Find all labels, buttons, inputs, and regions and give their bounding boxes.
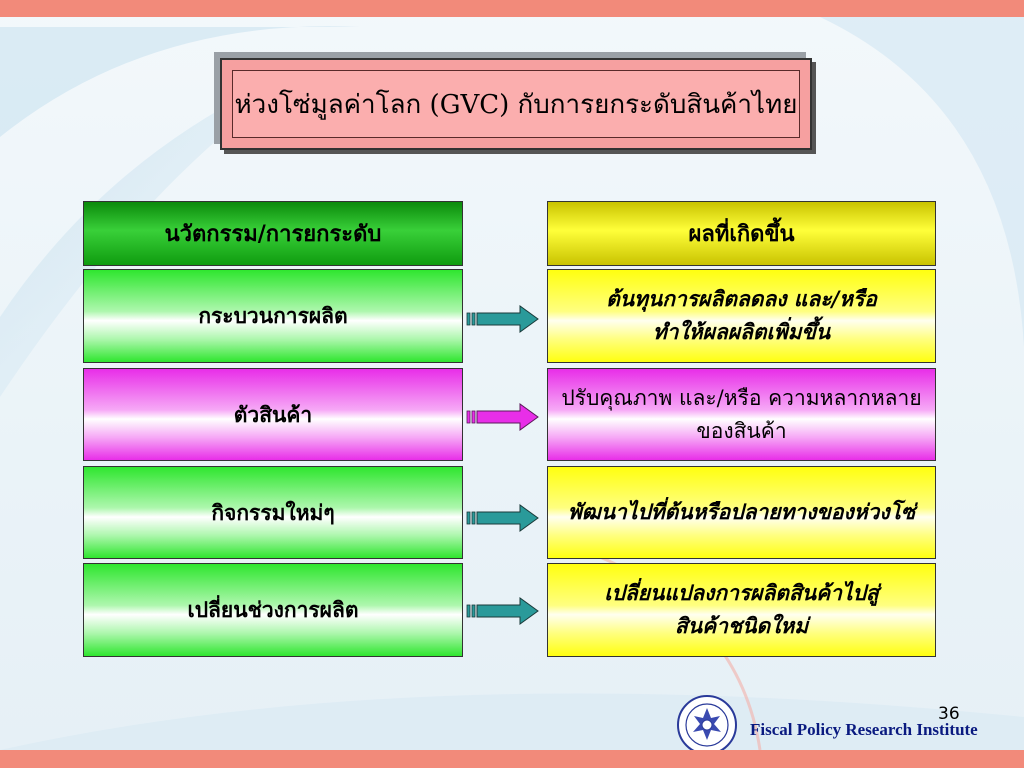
- bottom-accent-bar: [0, 750, 1024, 768]
- innovation-label: กระบวนการผลิต: [198, 303, 348, 329]
- result-line: ต้นทุนการผลิตลดลง และ/หรือ: [606, 286, 877, 312]
- result-box-production-shift: เปลี่ยนแปลงการผลิตสินค้าไปสู่ สินค้าชนิด…: [547, 563, 936, 657]
- title-inner-panel: ห่วงโซ่มูลค่าโลก (GVC) กับการยกระดับสินค…: [232, 70, 800, 138]
- result-box-new-activities: พัฒนาไปที่ต้นหรือปลายทางของห่วงโซ่: [547, 466, 936, 559]
- result-line: พัฒนาไปที่ต้นหรือปลายทางของห่วงโซ่: [567, 499, 916, 525]
- right-arrow-icon: [466, 305, 539, 333]
- fpri-seal-icon: [677, 695, 737, 755]
- header-innovation: นวัตกรรม/การยกระดับ: [83, 201, 463, 266]
- header-result: ผลที่เกิดขึ้น: [547, 201, 936, 266]
- innovation-label: ตัวสินค้า: [233, 401, 313, 427]
- institute-name: Fiscal Policy Research Institute: [750, 720, 978, 739]
- right-arrow-icon: [466, 597, 539, 625]
- innovation-box-process: กระบวนการผลิต: [83, 269, 463, 363]
- result-box-process: ต้นทุนการผลิตลดลง และ/หรือ ทำให้ผลผลิตเพ…: [547, 269, 936, 363]
- result-line: ของสินค้า: [696, 418, 787, 443]
- result-text: เปลี่ยนแปลงการผลิตสินค้าไปสู่ สินค้าชนิด…: [598, 577, 884, 642]
- result-line: ปรับคุณภาพ และ/หรือ ความหลากหลาย: [561, 385, 922, 410]
- top-accent-bar: [0, 0, 1024, 17]
- innovation-box-product: ตัวสินค้า: [83, 368, 463, 461]
- result-line: ทำให้ผลผลิตเพิ่มขึ้น: [652, 319, 831, 344]
- innovation-box-new-activities: กิจกรรมใหม่ๆ: [83, 466, 463, 559]
- innovation-label: เปลี่ยนช่วงการผลิต: [187, 597, 359, 623]
- right-arrow-icon: [466, 403, 539, 431]
- right-arrow-icon: [466, 504, 539, 532]
- result-text: พัฒนาไปที่ต้นหรือปลายทางของห่วงโซ่: [562, 496, 921, 529]
- slide-title: ห่วงโซ่มูลค่าโลก (GVC) กับการยกระดับสินค…: [234, 89, 798, 120]
- innovation-label: กิจกรรมใหม่ๆ: [211, 499, 335, 525]
- result-text: ต้นทุนการผลิตลดลง และ/หรือ ทำให้ผลผลิตเพ…: [600, 283, 883, 348]
- result-text: ปรับคุณภาพ และ/หรือ ความหลากหลาย ของสินค…: [555, 382, 927, 447]
- result-line: เปลี่ยนแปลงการผลิตสินค้าไปสู่: [604, 580, 879, 606]
- title-frame: ห่วงโซ่มูลค่าโลก (GVC) กับการยกระดับสินค…: [220, 58, 812, 150]
- page-number: 36: [938, 704, 960, 724]
- header-innovation-label: นวัตกรรม/การยกระดับ: [164, 221, 382, 247]
- header-result-label: ผลที่เกิดขึ้น: [688, 221, 795, 247]
- innovation-box-production-shift: เปลี่ยนช่วงการผลิต: [83, 563, 463, 657]
- result-box-product: ปรับคุณภาพ และ/หรือ ความหลากหลาย ของสินค…: [547, 368, 936, 461]
- result-line: สินค้าชนิดใหม่: [674, 613, 809, 638]
